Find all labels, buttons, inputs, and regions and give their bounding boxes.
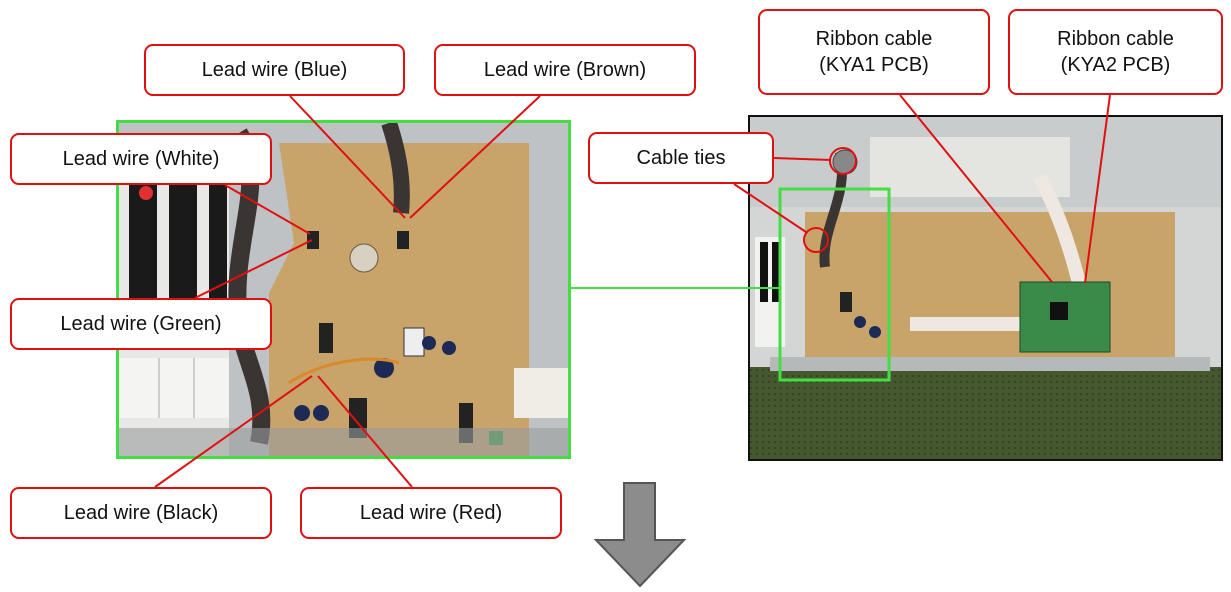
callout-cable-ties: Cable ties bbox=[588, 132, 774, 184]
callout-lead-wire-green-text: Lead wire (Green) bbox=[60, 313, 222, 335]
callout-lead-wire-blue: Lead wire (Blue) bbox=[144, 44, 405, 96]
callout-ribbon-kya2-line1: Ribbon cable bbox=[1057, 28, 1174, 50]
callout-lead-wire-white-text: Lead wire (White) bbox=[62, 148, 220, 170]
callout-ribbon-cable-kya2: Ribbon cable (KYA2 PCB) bbox=[1008, 9, 1223, 95]
overview-photo bbox=[748, 115, 1223, 461]
callout-ribbon-kya2-line2: (KYA2 PCB) bbox=[1060, 54, 1171, 76]
callout-ribbon-kya1-line2: (KYA1 PCB) bbox=[819, 54, 929, 76]
callout-lead-wire-brown-text: Lead wire (Brown) bbox=[483, 59, 647, 81]
down-arrow-icon bbox=[593, 482, 687, 588]
callout-ribbon-cable-kya1: Ribbon cable (KYA1 PCB) bbox=[758, 9, 990, 95]
callout-lead-wire-black: Lead wire (Black) bbox=[10, 487, 272, 539]
callout-lead-wire-red: Lead wire (Red) bbox=[300, 487, 562, 539]
callout-lead-wire-blue-text: Lead wire (Blue) bbox=[201, 59, 348, 81]
callout-cable-ties-text: Cable ties bbox=[636, 147, 726, 169]
callout-lead-wire-black-text: Lead wire (Black) bbox=[63, 502, 219, 524]
callout-ribbon-kya1-line1: Ribbon cable bbox=[815, 28, 933, 50]
overview-illustration bbox=[750, 117, 1221, 459]
callout-lead-wire-white: Lead wire (White) bbox=[10, 133, 272, 185]
callout-lead-wire-green: Lead wire (Green) bbox=[10, 298, 272, 350]
callout-lead-wire-brown: Lead wire (Brown) bbox=[434, 44, 696, 96]
callout-lead-wire-red-text: Lead wire (Red) bbox=[359, 502, 503, 524]
